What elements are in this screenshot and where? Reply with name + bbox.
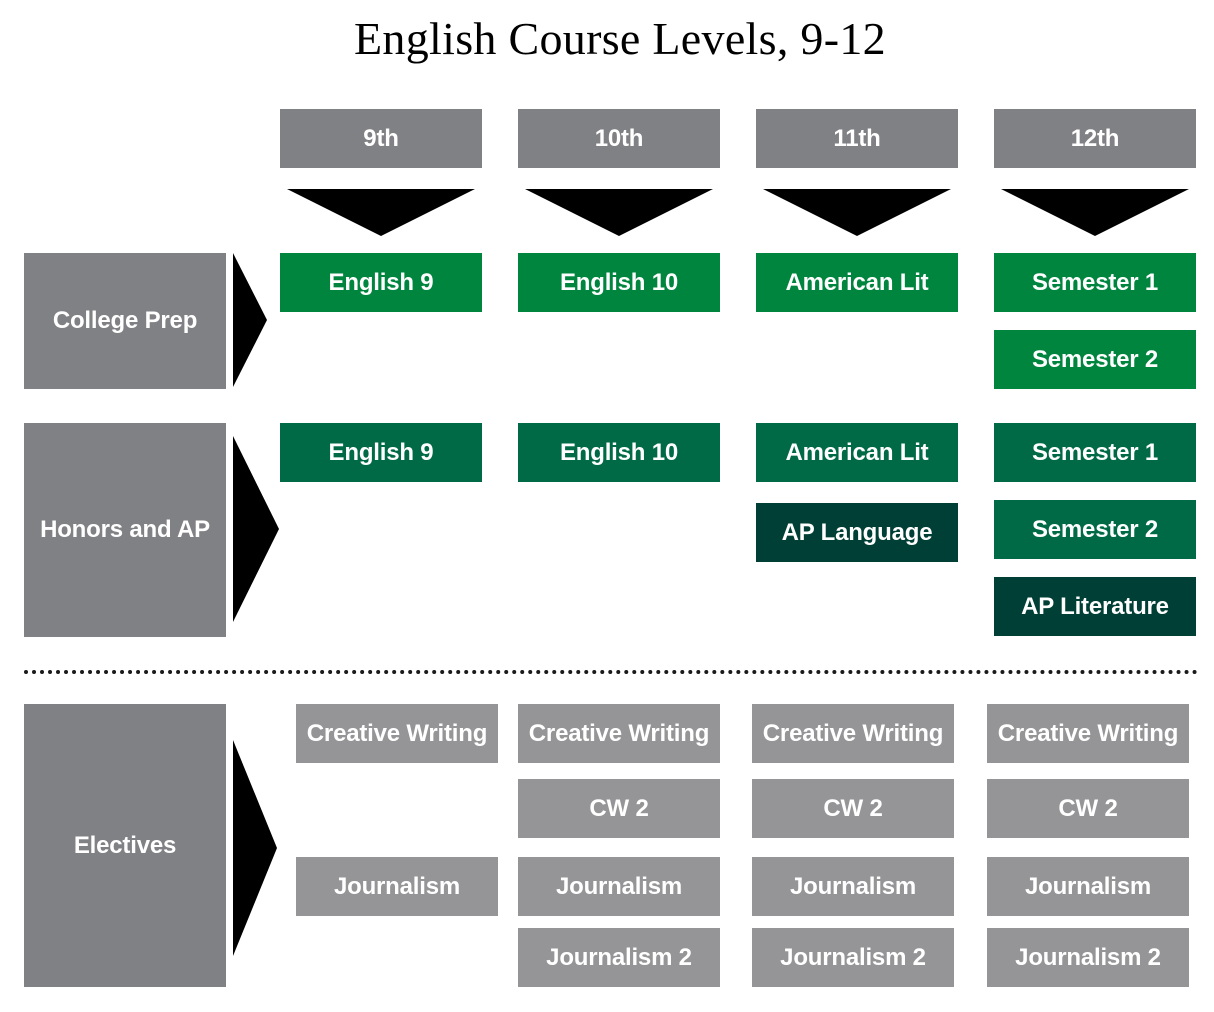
elective-11-journalism: Journalism <box>752 857 954 916</box>
down-arrow-10 <box>525 189 713 236</box>
course-hon-11-american-lit: American Lit <box>756 423 958 482</box>
course-cp-12-semester-1: Semester 1 <box>994 253 1196 312</box>
course-cp-12-semester-2: Semester 2 <box>994 330 1196 389</box>
course-hon-12-ap-literature: AP Literature <box>994 577 1196 636</box>
elective-10-cw2: CW 2 <box>518 779 720 838</box>
elective-10-journalism-2: Journalism 2 <box>518 928 720 987</box>
row-label-electives: Electives <box>24 704 226 987</box>
elective-9-creative-writing: Creative Writing <box>296 704 498 763</box>
chart-title: English Course Levels, 9-12 <box>354 13 886 64</box>
elective-12-cw2: CW 2 <box>987 779 1189 838</box>
elective-11-journalism-2: Journalism 2 <box>752 928 954 987</box>
course-hon-12-semester-2: Semester 2 <box>994 500 1196 559</box>
elective-11-creative-writing: Creative Writing <box>752 704 954 763</box>
elective-10-creative-writing: Creative Writing <box>518 704 720 763</box>
course-hon-11-ap-language: AP Language <box>756 503 958 562</box>
grade-header-9: 9th <box>280 109 482 168</box>
row-label-honors-ap: Honors and AP <box>24 423 226 637</box>
course-cp-9-english: English 9 <box>280 253 482 312</box>
down-arrow-11 <box>763 189 951 236</box>
course-hon-10-english: English 10 <box>518 423 720 482</box>
grade-header-12: 12th <box>994 109 1196 168</box>
course-hon-12-semester-1: Semester 1 <box>994 423 1196 482</box>
right-arrow-college-prep <box>233 253 267 387</box>
section-divider <box>24 670 1198 674</box>
elective-9-journalism: Journalism <box>296 857 498 916</box>
elective-10-journalism: Journalism <box>518 857 720 916</box>
course-hon-9-english: English 9 <box>280 423 482 482</box>
elective-12-creative-writing: Creative Writing <box>987 704 1189 763</box>
right-arrow-honors-ap <box>233 436 279 622</box>
right-arrow-electives <box>233 740 277 956</box>
elective-12-journalism: Journalism <box>987 857 1189 916</box>
down-arrow-9 <box>287 189 475 236</box>
row-label-college-prep: College Prep <box>24 253 226 389</box>
course-cp-10-english: English 10 <box>518 253 720 312</box>
course-cp-11-american-lit: American Lit <box>756 253 958 312</box>
elective-11-cw2: CW 2 <box>752 779 954 838</box>
grade-header-10: 10th <box>518 109 720 168</box>
down-arrow-12 <box>1001 189 1189 236</box>
elective-12-journalism-2: Journalism 2 <box>987 928 1189 987</box>
grade-header-11: 11th <box>756 109 958 168</box>
